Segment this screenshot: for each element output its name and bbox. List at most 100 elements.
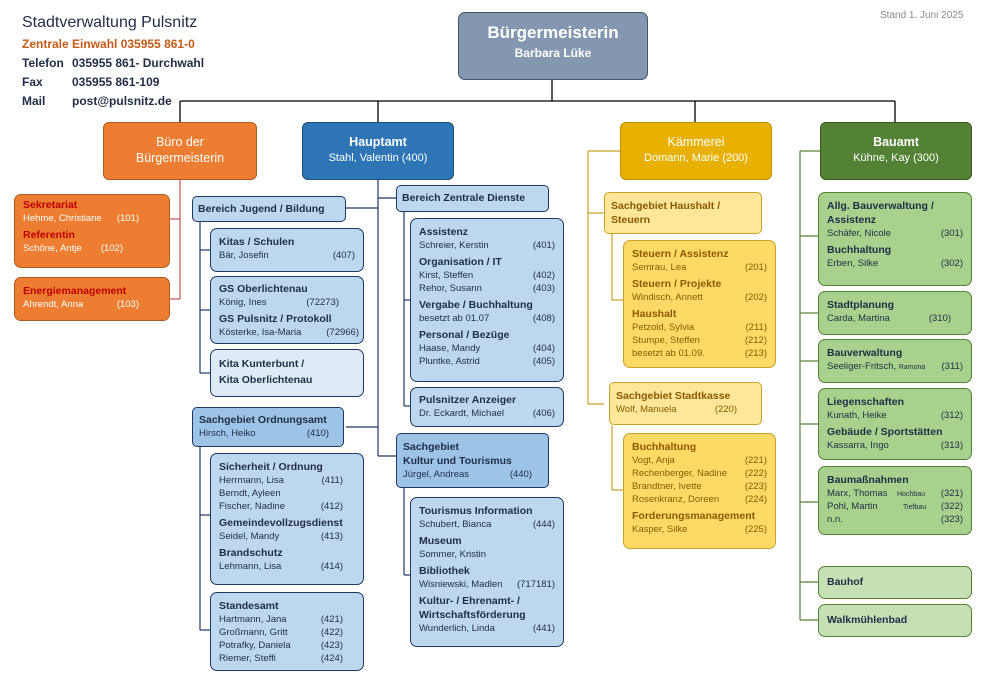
person-row: besetzt ab 01.07 (408) <box>419 312 555 325</box>
box-kita-kunterbunt: Kita Kunterbunt / Kita Oberlichtenau <box>210 349 364 397</box>
person-row: Erben, Silke (302) <box>827 257 963 270</box>
standesamt-title: Standesamt <box>219 600 279 612</box>
phone-ext: (410) <box>306 428 329 439</box>
person-row: Potrafky, Daniela(423) <box>219 639 355 652</box>
phone-ext: (225) <box>744 524 767 535</box>
kita-title-2: Kita Oberlichtenau <box>219 374 313 386</box>
person-row: Berndt, Ayleen <box>219 487 355 500</box>
person-name: Petzold, Sylvia <box>632 322 695 333</box>
steuern-assistenz-title: Steuern / Assistenz <box>632 248 729 260</box>
status-date: Stand 1. Juni 2025 <box>880 10 964 21</box>
steuern-projekte-title: Steuern / Projekte <box>632 278 722 290</box>
dept-hauptamt-title: Hauptamt <box>349 135 407 149</box>
person-row: besetzt ab 01.09. (213) <box>632 347 767 360</box>
person-name: Kunath, Heike <box>827 410 887 421</box>
person-name: Schöne, Antje <box>23 243 82 254</box>
kultur-title-1: Sachgebiet <box>403 441 460 453</box>
person-name: besetzt ab 01.09. <box>632 348 705 359</box>
phone-ext: (408) <box>532 313 555 324</box>
person-row: Carda, Martina(310) <box>827 312 963 325</box>
person-name: Wunderlich, Linda <box>419 623 495 634</box>
stadtplanung-title: Stadtplanung <box>827 299 895 311</box>
person-row: Schubert, Bianca (444) <box>419 518 555 531</box>
dept-bauamt: Bauamt Kühne, Kay (300) <box>820 122 972 180</box>
person-name: Kösterke, Isa-Maria <box>219 327 302 338</box>
person-row: Vogt, Anja(221) <box>632 454 767 467</box>
phone-ext: (422) <box>320 627 343 638</box>
person-name: Schubert, Bianca <box>419 519 492 530</box>
bibliothek-title: Bibliothek <box>419 565 470 577</box>
kita-title-1: Kita Kunterbunt / <box>219 358 305 370</box>
phone-ext: (212) <box>744 335 767 346</box>
haushalt-title-1: Sachgebiet Haushalt / <box>611 200 721 212</box>
person-name: Rehor, Susann <box>419 283 482 294</box>
person-row: Kirst, Steffen(402) <box>419 269 555 282</box>
person-name: Potrafky, Daniela <box>219 640 291 651</box>
dept-buero-title1: Büro der <box>156 135 204 149</box>
anzeiger-title: Pulsnitzer Anzeiger <box>419 394 517 406</box>
energie-title: Energiemanagement <box>23 285 127 297</box>
person-row: n.n.(323) <box>827 513 963 526</box>
phone-ext: (321) <box>940 488 963 499</box>
phone-ext: (302) <box>940 258 963 269</box>
person-row: Fischer, Nadine(412) <box>219 500 355 513</box>
haushalt-sub-title: Haushalt <box>632 308 677 320</box>
phone-ext: (201) <box>744 262 767 273</box>
person-row: Kasper, Silke(225) <box>632 523 767 536</box>
person-row: Lehmann, Lisa(414) <box>219 560 355 573</box>
personal-title: Personal / Bezüge <box>419 329 510 341</box>
phone-ext: (403) <box>532 283 555 294</box>
person-row: Seeliger-Fritsch, Ramona(311) <box>827 360 963 374</box>
phone-ext: (224) <box>744 494 767 505</box>
person-row: Großmann, Gritt(422) <box>219 626 355 639</box>
box-walkmuehlenbad: Walkmühlenbad <box>818 604 972 637</box>
box-standesamt: Standesamt Hartmann, Jana(421) Großmann,… <box>210 592 364 671</box>
phone-ext: (412) <box>320 501 343 512</box>
box-allg-bauverwaltung: Allg. Bauverwaltung / Assistenz Schäfer,… <box>818 192 972 286</box>
box-stadtplanung: Stadtplanung Carda, Martina(310) <box>818 291 972 335</box>
person-name: Bär, Josefin <box>219 250 269 261</box>
box-pulsnitzer-anzeiger: Pulsnitzer Anzeiger Dr. Eckardt, Michael… <box>410 387 564 427</box>
person-row: Wunderlich, Linda(441) <box>419 622 555 635</box>
phone-ext: (322) <box>940 501 963 512</box>
box-haushalt-team: Steuern / Assistenz Semrau, Lea(201) Ste… <box>623 240 776 368</box>
box-kitas-schulen: Kitas / Schulen Bär, Josefin(407) <box>210 228 364 272</box>
person-name: Schäfer, Nicole <box>827 228 891 239</box>
person-row: Bär, Josefin(407) <box>219 249 355 262</box>
phone-ext: (72966) <box>326 327 359 338</box>
person-name: Riemer, Steffi <box>219 653 276 664</box>
zentrale-title: Bereich Zentrale Dienste <box>402 192 526 204</box>
liegenschaften-title: Liegenschaften <box>827 396 905 408</box>
phone-value: 035955 861- Durchwahl <box>72 56 205 70</box>
role-tag: Tiefbau <box>903 504 927 511</box>
gs-pulsnitz-title: GS Pulsnitz / Protokoll <box>219 313 332 325</box>
dept-kaemmerei-head: Domann, Marie (200) <box>644 152 748 164</box>
phone-ext: (401) <box>532 240 555 251</box>
baumassnahmen-title: Baumaßnahmen <box>827 474 909 486</box>
phone-ext: (444) <box>532 519 555 530</box>
person-name: Kirst, Steffen <box>419 270 474 281</box>
person-name: Erben, Silke <box>827 258 879 269</box>
box-haushalt-steuern: Sachgebiet Haushalt / Steuern <box>604 192 762 234</box>
tourismus-info-title: Tourismus Information <box>419 505 533 517</box>
phone-ext: (72273) <box>306 297 339 308</box>
person-row: Dr. Eckardt, Michael(406) <box>419 407 555 420</box>
person-row: Wolf, Manuela(220) <box>616 403 755 416</box>
person-name: Dr. Eckardt, Michael <box>419 408 504 419</box>
person-name: besetzt ab 01.07 <box>419 313 490 324</box>
person-row: Schreier, Kerstin(401) <box>419 239 555 252</box>
gvd-title: Gemeindevollzugsdienst <box>219 517 343 529</box>
box-kultur-team: Tourismus Information Schubert, Bianca (4… <box>410 497 564 647</box>
person-row: Windisch, Annett(202) <box>632 291 767 304</box>
person-row: Rehor, Susann (403) <box>419 282 555 295</box>
museum-title: Museum <box>419 535 462 547</box>
orgit-title: Organisation / IT <box>419 256 502 268</box>
phone-ext: (213) <box>744 348 767 359</box>
phone-ext: (310) <box>928 313 951 324</box>
person-name: Pluntke, Astrid <box>419 356 480 367</box>
person-name: Vogt, Anja <box>632 455 675 466</box>
gs-oberlichtenau-title: GS Oberlichtenau <box>219 283 308 295</box>
person-name: Rechenberger, Nadine <box>632 468 728 479</box>
